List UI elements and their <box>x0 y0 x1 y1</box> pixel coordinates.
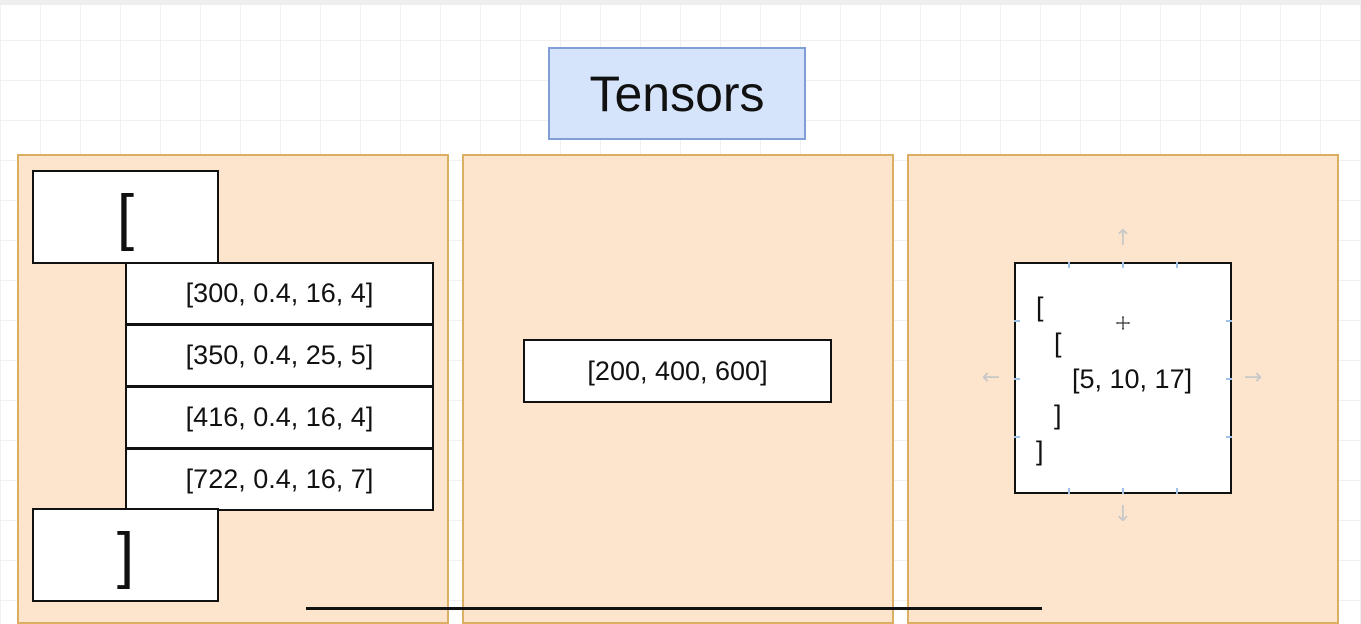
row-text: [722, 0.4, 16, 7] <box>185 464 374 494</box>
selection-handle[interactable] <box>1068 262 1070 268</box>
tensor-line: [ <box>1036 292 1044 322</box>
open-bracket-text: [ <box>116 182 135 252</box>
title-box[interactable]: Tensors <box>548 47 806 140</box>
row-text: [416, 0.4, 16, 4] <box>185 402 374 432</box>
row-text: [300, 0.4, 16, 4] <box>185 278 374 308</box>
selection-handle[interactable] <box>1226 320 1232 322</box>
arrow-right-icon[interactable]: → <box>1243 365 1263 390</box>
selection-handle[interactable] <box>1122 262 1124 268</box>
arrow-down-icon[interactable]: ↓ <box>1113 502 1133 527</box>
selection-handle[interactable] <box>1226 436 1232 438</box>
arrow-left-icon[interactable]: ← <box>981 365 1001 390</box>
selection-handle[interactable] <box>1176 262 1178 268</box>
row-text: [350, 0.4, 25, 5] <box>185 340 374 370</box>
close-bracket-text: ] <box>116 520 135 590</box>
selection-handle[interactable] <box>1014 378 1020 380</box>
bottom-overlay-bar <box>306 607 1042 610</box>
nested-tensor-box[interactable]: [ [ [5, 10, 17] ] ] <box>1014 262 1232 494</box>
row-box[interactable]: [416, 0.4, 16, 4] <box>125 386 434 449</box>
row-box[interactable]: [350, 0.4, 25, 5] <box>125 324 434 387</box>
selection-handle[interactable] <box>1122 488 1124 494</box>
tensor-line: [ <box>1054 328 1062 358</box>
selection-handle[interactable] <box>1014 320 1020 322</box>
row-box[interactable]: [722, 0.4, 16, 7] <box>125 448 434 511</box>
row-box[interactable]: [300, 0.4, 16, 4] <box>125 262 434 325</box>
vector-box[interactable]: [200, 400, 600] <box>523 339 832 403</box>
tensor-line: ] <box>1054 400 1062 430</box>
selection-handle[interactable] <box>1014 436 1020 438</box>
selection-handle[interactable] <box>1226 378 1232 380</box>
tensor-line: ] <box>1036 436 1044 466</box>
move-cursor-icon <box>1114 314 1132 332</box>
title-text: Tensors <box>589 65 765 122</box>
tensor-line: [5, 10, 17] <box>1072 364 1193 394</box>
selection-handle[interactable] <box>1176 488 1178 494</box>
arrow-up-icon[interactable]: ↑ <box>1113 226 1133 251</box>
canvas-top-strip <box>0 0 1361 5</box>
open-bracket-box[interactable]: [ <box>32 170 219 264</box>
selection-handle[interactable] <box>1068 488 1070 494</box>
vector-text: [200, 400, 600] <box>587 355 768 386</box>
close-bracket-box[interactable]: ] <box>32 508 219 602</box>
